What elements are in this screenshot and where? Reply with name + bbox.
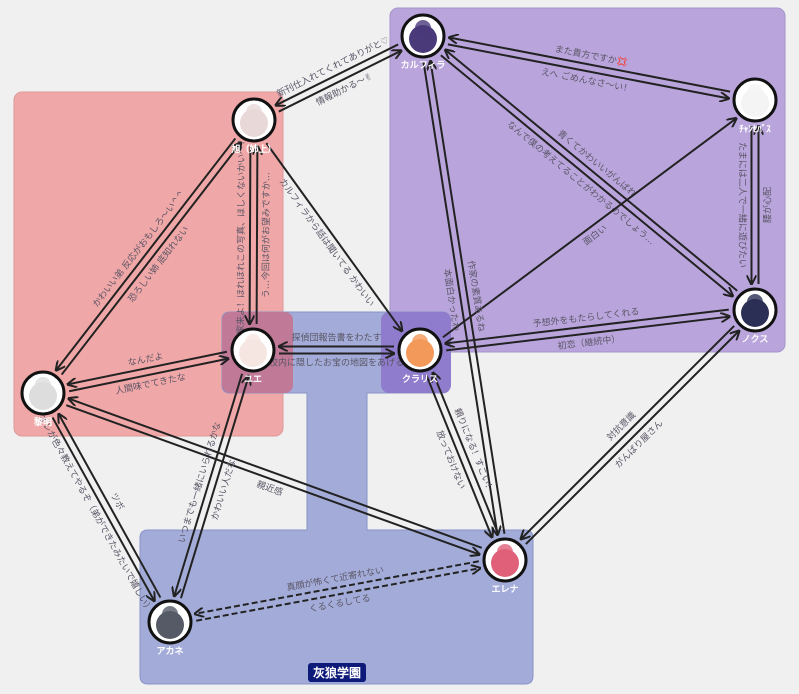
character-name: アカネ [156,646,183,657]
character-node-reimei[interactable]: 黎明 [20,370,66,428]
character-name: ユエ [244,375,262,385]
relation-arrow [521,325,735,539]
relation-arrow [179,376,249,599]
relation-arrow [278,51,401,113]
character-name: クラリス [402,374,438,385]
character-node-nox[interactable]: ノクス [732,287,778,345]
relation-arrow [265,142,402,331]
relation-label: 腰が心配 [762,187,774,223]
relation-label: たまには二人で一緒に遊びたい [737,142,749,268]
avatar-image [406,339,434,367]
character-name: エレナ [491,584,518,595]
character-name: カルフィラ [401,60,446,71]
relation-arrow [276,43,399,105]
relation-arrow [447,43,729,98]
relation-arrow [65,404,479,554]
relation-arrow [196,568,480,622]
character-node-karufira[interactable]: カルフィラ [400,13,446,71]
relation-arrow [445,308,729,344]
character-node-clarisse[interactable]: クラリス [397,327,443,385]
relation-arrow [250,145,251,324]
relation-arrow [449,37,731,93]
relation-arrow [425,375,492,537]
relation-arrow [174,373,244,596]
relation-label: 校内に隠したお宝の地図をあげる [269,357,404,369]
relation-arrow [445,50,738,292]
relation-arrow [442,118,736,339]
character-node-chancebus[interactable]: ﾁｬﾝｾﾊﾞｽ [732,77,778,135]
avatar-image [29,382,57,410]
relation-arrow [422,62,498,535]
avatar-image [156,611,184,639]
relation-arrow [257,146,258,325]
relation-label: 家来よ！ほれほれこの写真、ほしくないかい〜？ [235,136,248,334]
avatar-image [239,339,267,367]
relation-arrow [60,143,241,376]
relation-arrow [68,350,228,385]
avatar-image [491,549,519,577]
relation-arrow [56,137,237,370]
relation-arrow [433,373,500,535]
avatar-image [409,25,437,53]
relation-arrow [195,560,479,614]
relation-label: う…今回は何がお望みですか… [260,172,273,298]
relation-label: 親近感 [255,478,284,498]
relation-arrow [59,414,162,599]
relation-arrow [446,317,729,352]
character-node-akane[interactable]: アカネ [147,599,193,657]
avatar-image [741,299,769,327]
relation-label: オレが色々教えてやるぞ（弟ができたみたいで嬉しい） [36,413,155,615]
group-label-haiou-gakuen: 灰狼学園 [308,663,367,682]
relation-label: 探偵団報告書をわたす [291,332,381,344]
character-name: 旭（姉上） [230,143,276,155]
avatar-image [741,89,769,117]
relation-arrow [440,54,733,296]
character-name: ノクス [742,334,769,345]
character-node-yue[interactable]: ユエ [230,327,276,385]
character-name: ﾁｬﾝｾﾊﾞｽ [739,123,771,135]
relation-arrow [430,61,506,534]
character-node-asahi[interactable]: 旭（姉上） [230,97,277,155]
character-node-elena[interactable]: エレナ [482,537,528,595]
relation-label: カルフィラから話は聞いてる かわいい [277,176,378,309]
relation-arrow [51,416,155,601]
relation-arrow [68,359,228,393]
avatar-image [240,109,268,137]
relation-arrow [525,331,739,545]
character-name: 黎明 [33,416,52,428]
relation-arrow [69,399,483,549]
